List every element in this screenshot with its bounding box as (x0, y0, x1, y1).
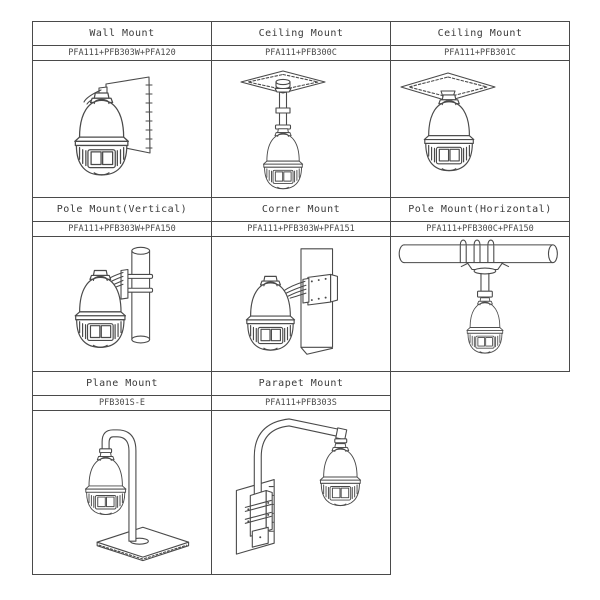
pole-mount-horizontal-figure (391, 237, 569, 371)
cell-ceiling-mount-short: Ceiling Mount PFA111+PFB301C (390, 21, 570, 198)
cell-ceiling-mount-long: Ceiling Mount PFA111+PFB300C (211, 21, 391, 198)
part-numbers: PFA111+PFB301C (391, 46, 569, 61)
part-numbers: PFB301S-E (33, 396, 211, 411)
mount-title: Corner Mount (212, 198, 390, 222)
cell-corner-mount: Corner Mount PFA111+PFB303W+PFA151 (211, 197, 391, 372)
part-numbers: PFA111+PFB300C (212, 46, 390, 61)
mount-title: Pole Mount(Horizontal) (391, 198, 569, 222)
ceiling-mount-short-figure (391, 61, 569, 197)
cell-plane-mount: Plane Mount PFB301S-E (32, 371, 212, 575)
part-numbers: PFA111+PFB303S (212, 396, 390, 411)
cell-pole-mount-horizontal: Pole Mount(Horizontal) PFA111+PFB300C+PF… (390, 197, 570, 372)
parapet-mount-figure (212, 411, 390, 574)
part-numbers: PFA111+PFB300C+PFA150 (391, 222, 569, 237)
corner-mount-figure (212, 237, 390, 371)
mount-title: Plane Mount (33, 372, 211, 396)
mounting-table: Wall Mount PFA111+PFB303W+PFA120 Ceiling… (32, 21, 570, 575)
mount-title: Pole Mount(Vertical) (33, 198, 211, 222)
ceiling-mount-long-figure (212, 61, 390, 197)
mount-title: Parapet Mount (212, 372, 390, 396)
cell-parapet-mount: Parapet Mount PFA111+PFB303S (211, 371, 391, 575)
mount-title: Ceiling Mount (212, 22, 390, 46)
cell-pole-mount-vertical: Pole Mount(Vertical) PFA111+PFB303W+PFA1… (32, 197, 212, 372)
part-numbers: PFA111+PFB303W+PFA151 (212, 222, 390, 237)
part-numbers: PFA111+PFB303W+PFA120 (33, 46, 211, 61)
pole-mount-vertical-figure (33, 237, 211, 371)
mount-title: Wall Mount (33, 22, 211, 46)
wall-mount-figure (33, 61, 211, 197)
part-numbers: PFA111+PFB303W+PFA150 (33, 222, 211, 237)
mount-title: Ceiling Mount (391, 22, 569, 46)
plane-mount-figure (33, 411, 211, 574)
cell-wall-mount: Wall Mount PFA111+PFB303W+PFA120 (32, 21, 212, 198)
